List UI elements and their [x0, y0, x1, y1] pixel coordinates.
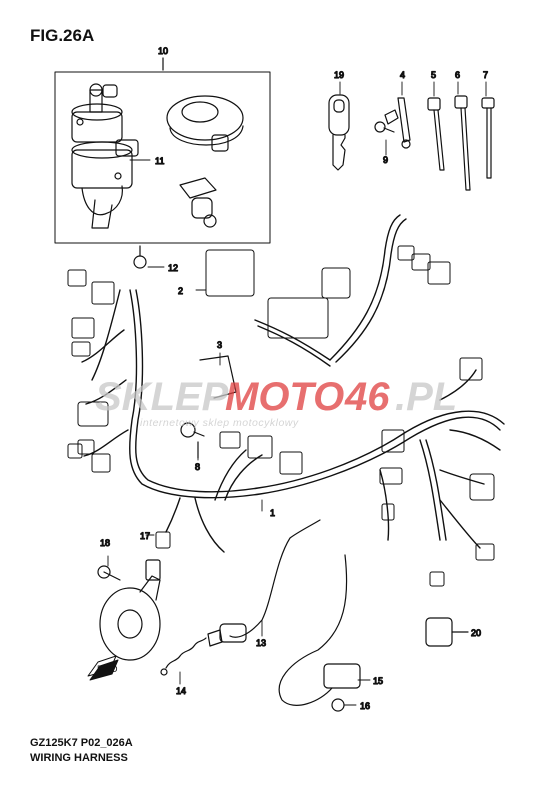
bolt-9	[374, 121, 395, 133]
ignition-switch-set-box	[54, 57, 271, 244]
callout-17: 17	[140, 531, 150, 541]
front-arrow-label: FWD	[97, 664, 118, 674]
callout-16: 16	[360, 701, 370, 711]
callout-5: 5	[431, 70, 436, 80]
callout-1: 1	[270, 508, 275, 518]
seat-lock-cylinder	[179, 177, 217, 228]
callout-6: 6	[455, 70, 460, 80]
harness-clamp-4	[384, 97, 411, 149]
callout-3: 3	[217, 340, 222, 350]
callout-leaders	[107, 81, 487, 706]
watermark-part-moto: MOTO	[225, 375, 344, 419]
callout-20: 20	[471, 628, 481, 638]
watermark-part-pl: .PL	[395, 375, 457, 419]
callout-11: 11	[155, 156, 164, 166]
steering-lock-cover	[166, 95, 244, 152]
callout-10: 10	[158, 46, 168, 56]
return-spring-14	[160, 637, 207, 676]
rear-brake-light-switch	[207, 519, 321, 647]
ignition-key	[328, 94, 350, 171]
callout-15: 15	[373, 676, 383, 686]
figure-title: FIG.26A	[30, 26, 95, 45]
callout-9: 9	[383, 155, 388, 165]
watermark: SKLEP MOTO 46 .PL internetowy sklep moto…	[95, 375, 457, 429]
diagram-name: WIRING HARNESS	[30, 752, 128, 764]
bolt-16	[331, 698, 345, 712]
callout-8: 8	[195, 462, 200, 472]
callout-4: 4	[400, 70, 405, 80]
watermark-part-46: 46	[344, 375, 390, 419]
callout-13: 13	[256, 638, 266, 648]
cable-tie-5	[427, 97, 445, 171]
callout-12: 12	[168, 263, 178, 273]
diagram-code: GZ125K7 P02_026A	[30, 737, 133, 749]
cable-tie-6	[454, 95, 471, 191]
callout-2: 2	[178, 286, 183, 296]
callout-19: 19	[334, 70, 344, 80]
watermark-part-sklep: SKLEP	[95, 375, 229, 419]
callout-14: 14	[176, 686, 186, 696]
front-direction-arrow	[87, 655, 119, 681]
main-wiring-harness	[81, 214, 505, 553]
callout-18: 18	[100, 538, 110, 548]
sidestand-switch-cable	[278, 554, 361, 706]
watermark-tagline: internetowy sklep motocyklowy	[140, 417, 299, 429]
wire-3	[199, 355, 237, 399]
cable-tie-7	[481, 97, 495, 179]
ignition-switch-assembly	[71, 83, 139, 229]
callout-7: 7	[483, 70, 488, 80]
harness-connectors	[67, 245, 495, 587]
horn	[97, 559, 161, 661]
bolt-12	[133, 245, 147, 269]
